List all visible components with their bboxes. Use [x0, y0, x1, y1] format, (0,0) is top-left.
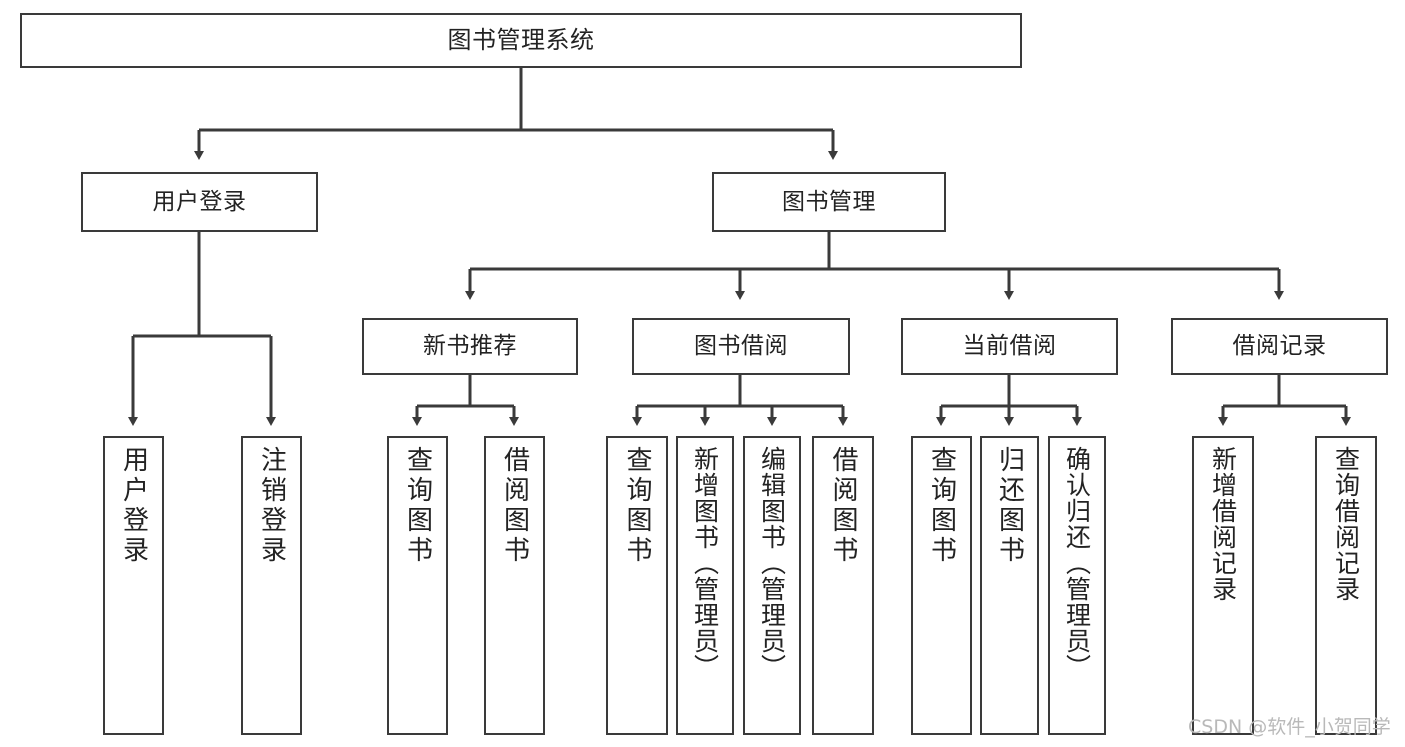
node-leaf-confirm-return[interactable]: 确认归还（管理员） — [1048, 436, 1106, 735]
node-current-borrow-label: 当前借阅 — [962, 333, 1057, 360]
node-borrow-record[interactable]: 借阅记录 — [1171, 318, 1388, 375]
node-current-borrow[interactable]: 当前借阅 — [901, 318, 1118, 375]
node-leaf-query-book-2-label: 查询图书 — [622, 446, 652, 566]
node-leaf-query-book-2[interactable]: 查询图书 — [606, 436, 668, 735]
node-leaf-query-book-3-label: 查询图书 — [926, 446, 957, 566]
node-leaf-edit-book-label: 编辑图书（管理员） — [757, 446, 787, 680]
node-leaf-borrow-book-1[interactable]: 借阅图书 — [484, 436, 545, 735]
node-book-borrow[interactable]: 图书借阅 — [632, 318, 850, 375]
node-new-book-recommend[interactable]: 新书推荐 — [362, 318, 578, 375]
node-leaf-query-record-label: 查询借阅记录 — [1331, 446, 1361, 602]
node-book-manage[interactable]: 图书管理 — [712, 172, 946, 232]
node-leaf-borrow-book-2[interactable]: 借阅图书 — [812, 436, 874, 735]
node-leaf-borrow-book-2-label: 借阅图书 — [828, 446, 858, 566]
node-leaf-user-login[interactable]: 用户登录 — [103, 436, 164, 735]
node-user-login[interactable]: 用户登录 — [81, 172, 318, 232]
node-borrow-record-label: 借阅记录 — [1232, 333, 1327, 360]
node-leaf-return-book[interactable]: 归还图书 — [980, 436, 1039, 735]
node-leaf-confirm-return-label: 确认归还（管理员） — [1062, 446, 1092, 680]
watermark: CSDN @软件_小贺同学 — [1188, 716, 1391, 738]
node-user-login-label: 用户登录 — [152, 188, 247, 215]
node-leaf-logout-label: 注销登录 — [256, 446, 287, 566]
node-leaf-query-record[interactable]: 查询借阅记录 — [1315, 436, 1377, 735]
node-book-manage-label: 图书管理 — [782, 188, 876, 215]
node-leaf-query-book-1-label: 查询图书 — [402, 446, 433, 566]
node-leaf-query-book-3[interactable]: 查询图书 — [911, 436, 972, 735]
node-leaf-add-record-label: 新增借阅记录 — [1208, 446, 1238, 602]
node-leaf-logout[interactable]: 注销登录 — [241, 436, 302, 735]
node-leaf-query-book-1[interactable]: 查询图书 — [387, 436, 448, 735]
node-root-label: 图书管理系统 — [447, 25, 595, 54]
node-leaf-add-book-label: 新增图书（管理员） — [690, 446, 720, 680]
node-leaf-return-book-label: 归还图书 — [994, 446, 1025, 566]
node-leaf-user-login-label: 用户登录 — [118, 446, 149, 566]
node-leaf-borrow-book-1-label: 借阅图书 — [499, 446, 530, 566]
node-new-book-recommend-label: 新书推荐 — [423, 333, 517, 360]
node-root[interactable]: 图书管理系统 — [20, 13, 1022, 68]
node-book-borrow-label: 图书借阅 — [694, 333, 788, 360]
node-leaf-add-book[interactable]: 新增图书（管理员） — [676, 436, 734, 735]
node-leaf-add-record[interactable]: 新增借阅记录 — [1192, 436, 1254, 735]
node-leaf-edit-book[interactable]: 编辑图书（管理员） — [743, 436, 801, 735]
